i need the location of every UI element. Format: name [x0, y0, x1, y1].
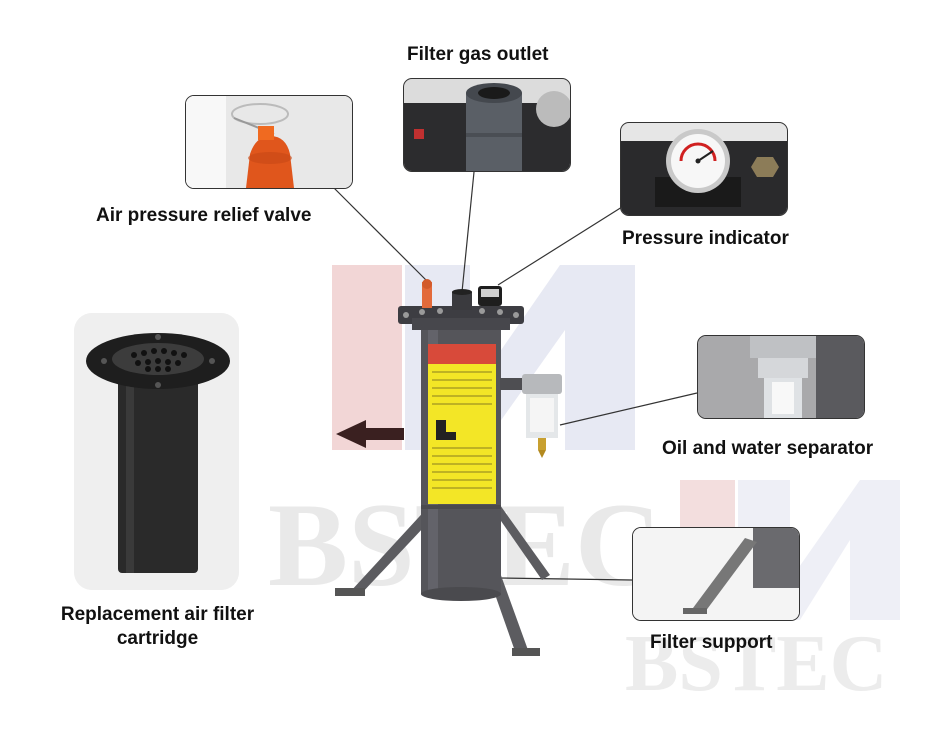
- leader-line-gas-outlet: [461, 171, 475, 293]
- support-foot-left: [335, 588, 365, 596]
- label-filter-support: Filter support: [650, 632, 773, 653]
- leader-line-separator: [559, 392, 698, 426]
- gas-outlet: [452, 292, 472, 310]
- leader-line-relief-valve: [332, 186, 429, 283]
- label-gas-outlet: Filter gas outlet: [407, 44, 549, 65]
- support-foot-front: [512, 648, 540, 656]
- callout-pressure-indicator: [620, 122, 788, 216]
- drain-valve: [538, 438, 546, 450]
- cartridge-photo-panel: [74, 313, 239, 590]
- gas-outlet-photo: [404, 79, 570, 171]
- replacement-cartridge-photo: [74, 313, 239, 590]
- separator-photo: [698, 336, 864, 418]
- leader-line-pressure-indicator: [497, 206, 623, 286]
- support-leg-left: [350, 505, 440, 595]
- watermark-text-small: BSTEC: [625, 620, 887, 708]
- label-oil-water-separator: Oil and water separator: [662, 438, 874, 459]
- pressure-indicator-photo: [621, 123, 787, 215]
- separator-head: [522, 374, 562, 394]
- support-leg-right: [492, 505, 550, 580]
- callout-gas-outlet: [403, 78, 571, 172]
- label-relief-valve: Air pressure relief valve: [96, 205, 312, 226]
- callout-relief-valve: [185, 95, 353, 189]
- relief-valve: [422, 282, 432, 308]
- relief-valve-photo: [186, 96, 352, 188]
- callout-oil-water-separator: [697, 335, 865, 419]
- leader-line-filter-support: [499, 577, 633, 581]
- watermark-logo-red: [332, 265, 402, 450]
- filter-support-photo: [633, 528, 799, 620]
- callout-filter-support: [632, 527, 800, 621]
- outlet-direction-arrow-icon: [336, 420, 404, 448]
- label-pressure-indicator: Pressure indicator: [622, 228, 789, 249]
- label-replacement-cartridge: Replacement air filter cartridge: [60, 604, 255, 649]
